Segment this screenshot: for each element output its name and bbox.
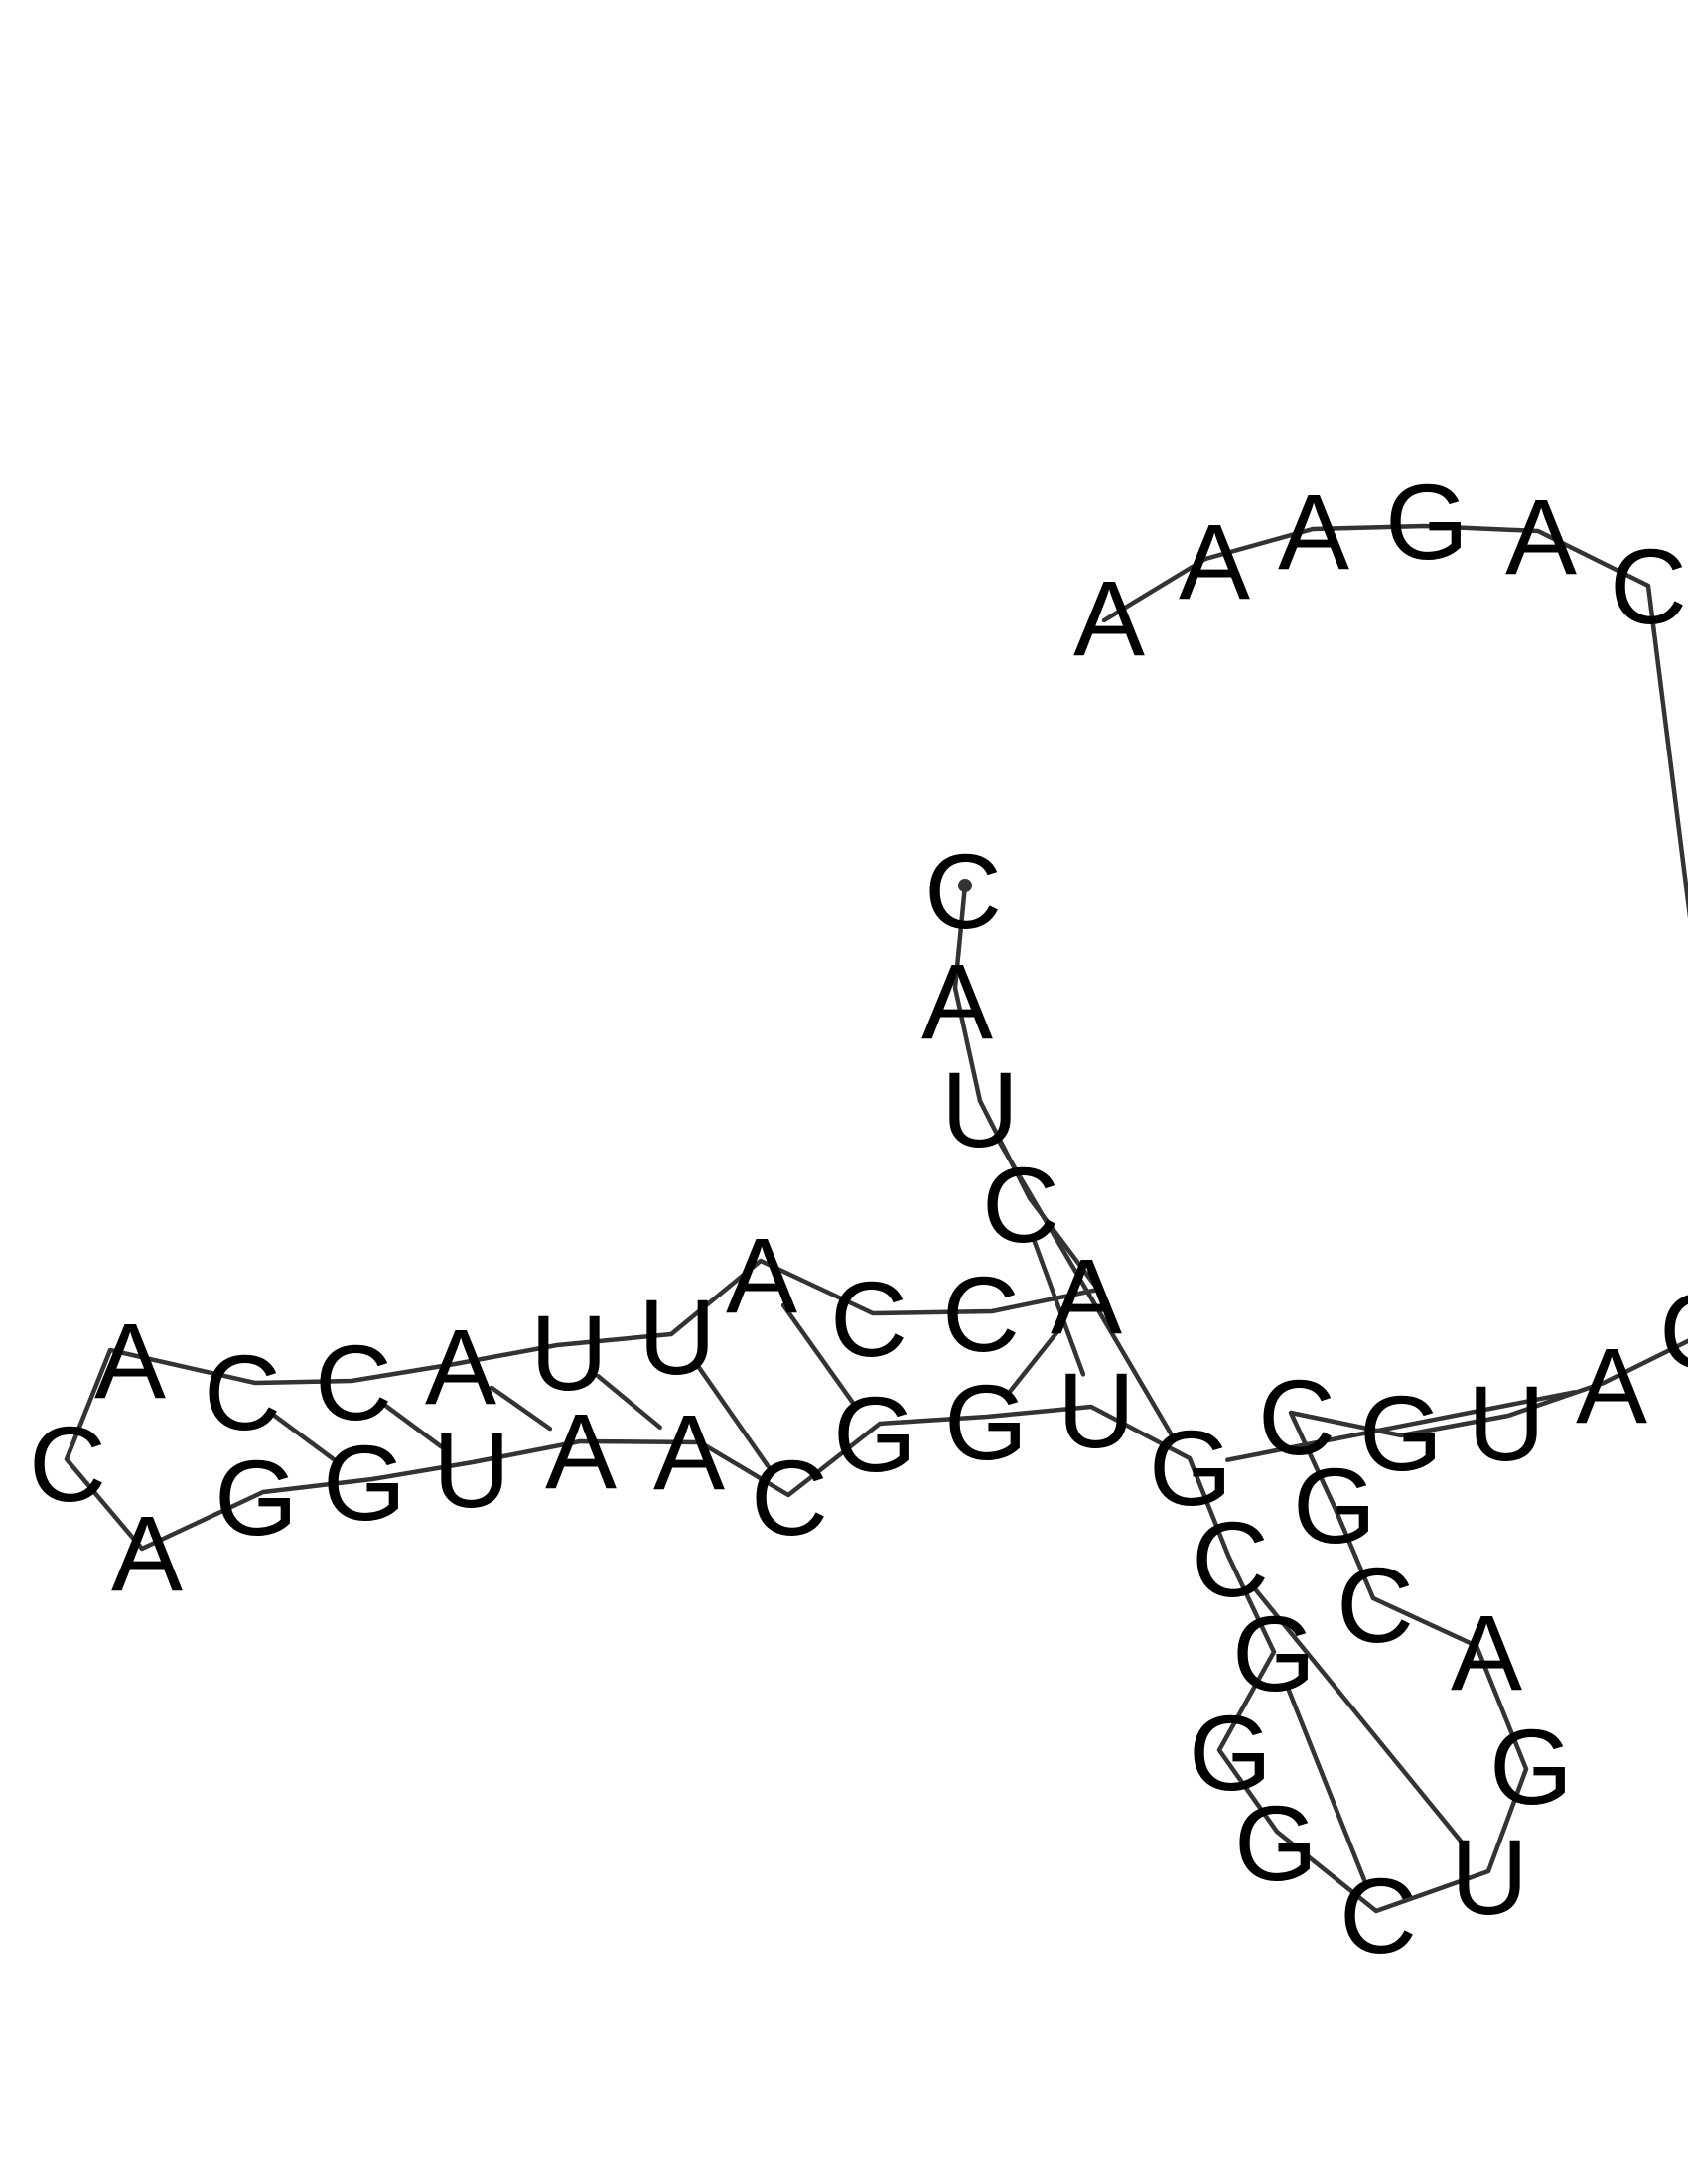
- base-pair-line: [1251, 1585, 1469, 1849]
- base-pair-line: [270, 1412, 337, 1462]
- nucleotide-9: U: [638, 1277, 716, 1397]
- nucleotide-12: C: [315, 1322, 392, 1442]
- nucleotide-44: A: [1505, 477, 1577, 597]
- nucleotide-17: G: [214, 1437, 298, 1558]
- base-pair-line: [996, 1139, 1175, 1437]
- nucleotide-11: A: [425, 1306, 496, 1427]
- nucleotide-15: C: [29, 1404, 106, 1524]
- nucleotide-26: G: [1149, 1408, 1232, 1528]
- nucleotide-8: A: [726, 1215, 797, 1335]
- nucleotide-47: A: [1179, 501, 1250, 621]
- nucleotide-38: G: [1359, 1373, 1443, 1493]
- nucleotide-33: G: [1489, 1706, 1573, 1827]
- nucleotide-48: A: [1073, 558, 1145, 678]
- nucleotide-36: G: [1293, 1445, 1376, 1566]
- nucleotide-27: C: [1192, 1499, 1269, 1619]
- nucleotide-40: A: [1576, 1325, 1647, 1445]
- nucleotide-43: C: [1610, 526, 1687, 646]
- nucleotide-14: A: [94, 1300, 166, 1421]
- nucleotide-37: C: [1258, 1357, 1336, 1477]
- base-pair-line: [696, 1364, 771, 1469]
- nucleotide-21: A: [653, 1392, 725, 1512]
- nucleotide-10: U: [530, 1293, 608, 1413]
- nucleotide-1: C: [924, 831, 1002, 951]
- nucleotide-6: C: [942, 1254, 1020, 1374]
- nucleotide-24: G: [944, 1362, 1028, 1482]
- nucleotide-22: C: [751, 1437, 828, 1558]
- nucleotide-13: C: [204, 1332, 281, 1452]
- nucleotide-23: G: [833, 1374, 916, 1494]
- nucleotide-16: A: [111, 1493, 183, 1613]
- nucleotide-25: U: [1057, 1350, 1135, 1470]
- nucleotide-30: G: [1234, 1783, 1318, 1903]
- nucleotide-32: U: [1451, 1817, 1528, 1937]
- base-pair-line: [1285, 1686, 1367, 1882]
- nucleotide-3: U: [941, 1049, 1019, 1169]
- nucleotide-39: U: [1468, 1363, 1545, 1483]
- base-pair-lines: [270, 1139, 1577, 1882]
- nucleotide-45: G: [1385, 462, 1469, 582]
- nucleotide-35: C: [1336, 1545, 1414, 1665]
- nucleotide-31: C: [1339, 1855, 1417, 1976]
- nucleotide-34: A: [1451, 1592, 1522, 1712]
- nucleotide-18: G: [323, 1423, 406, 1543]
- nucleotide-28: G: [1232, 1593, 1316, 1713]
- nucleotide-2: A: [921, 941, 993, 1061]
- base-pair-line: [1225, 1390, 1577, 1462]
- base-pair-line: [780, 1302, 856, 1406]
- base-pair-line: [381, 1402, 444, 1449]
- base-pair-line: [596, 1373, 662, 1431]
- nucleotide-19: U: [433, 1410, 510, 1530]
- nucleotide-46: A: [1278, 472, 1349, 592]
- five-prime-dot: [958, 879, 972, 892]
- nucleotide-20: A: [545, 1391, 617, 1511]
- nucleotide-4: C: [982, 1145, 1059, 1265]
- nucleotide-7: C: [830, 1259, 908, 1379]
- nucleotide-5: A: [1051, 1236, 1122, 1356]
- base-pair-line: [489, 1385, 553, 1432]
- nucleotide-29: G: [1189, 1693, 1272, 1813]
- base-pair-line: [1031, 1237, 1086, 1377]
- backbone-lines: [64, 523, 1688, 1914]
- base-pair-line: [1007, 1322, 1065, 1395]
- nucleotide-41: C: [1659, 1271, 1688, 1391]
- backbone-path: [64, 523, 1688, 1914]
